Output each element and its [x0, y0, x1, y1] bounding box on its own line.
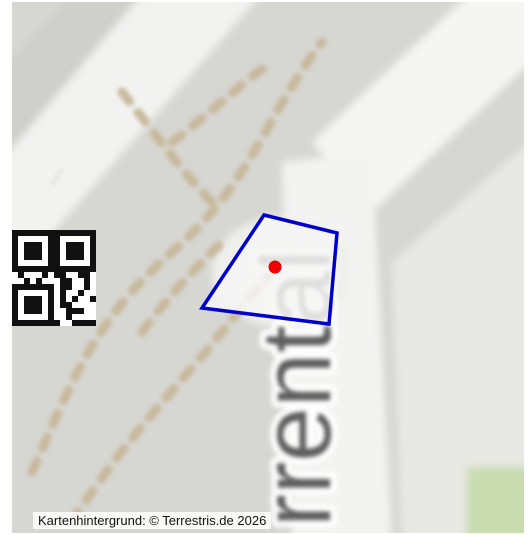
- road-verge: [12, 2, 136, 149]
- map-canvas[interactable]: … rrental rrental: [12, 2, 524, 533]
- map-attribution: Kartenhintergrund: © Terrestris.de 2026: [33, 512, 272, 529]
- footpath-4: [137, 237, 227, 337]
- map-view[interactable]: … rrental rrental Kartenhintergrund: © T…: [12, 2, 524, 533]
- road-northwest: [12, 2, 255, 280]
- green-area: [467, 467, 524, 533]
- qr-code-icon: [12, 230, 96, 326]
- footpath-1: [27, 37, 327, 477]
- footpath-3: [117, 87, 217, 207]
- footpath-5: [167, 57, 277, 147]
- location-dot-icon[interactable]: [268, 260, 282, 274]
- road-east-margin: [392, 146, 524, 533]
